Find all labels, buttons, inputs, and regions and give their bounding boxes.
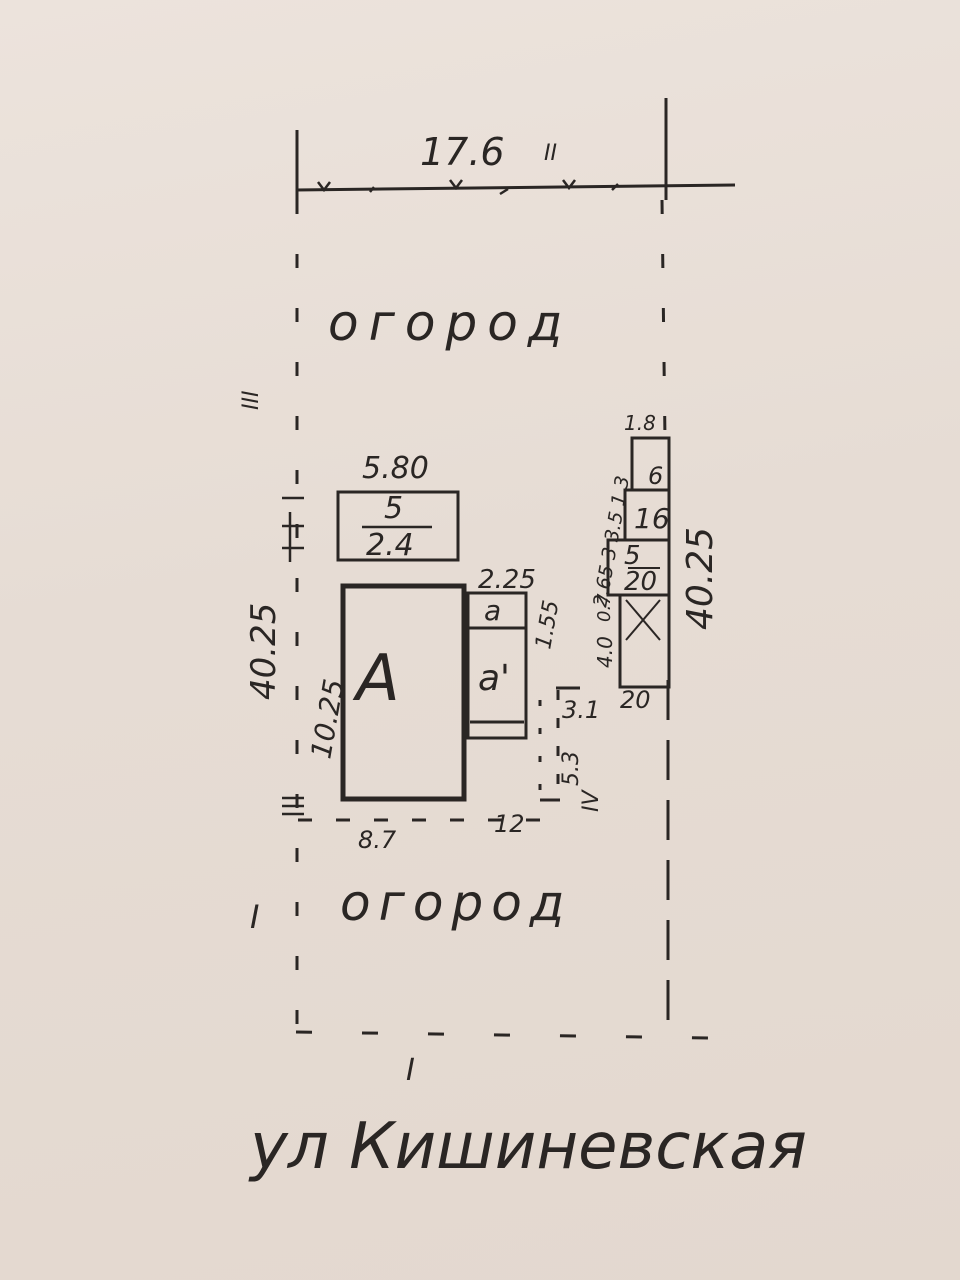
shed-bottom-label: 2.4 (366, 528, 414, 563)
side-label-left: III (239, 391, 264, 410)
shed-width-label: 5.80 (362, 451, 429, 486)
side-label-left-lower: I (250, 898, 259, 936)
annex-letter: а (484, 594, 501, 627)
outbuilding-top-dim: 1.8 (624, 411, 656, 435)
annex (466, 591, 528, 740)
side-label-iv: IV (579, 789, 604, 812)
house-width-label: 8.7 (358, 826, 397, 854)
left-length-label: 40.25 (244, 603, 284, 700)
dim-12-label: 12 (494, 810, 525, 838)
annex-depth-label: 1.55 (531, 598, 564, 651)
top-width-label: 17.6 (420, 130, 505, 174)
garden-bottom-label: огород (340, 874, 572, 932)
garden-top-label: огород (328, 294, 572, 352)
outbuilding-cell-c-bottom: 20 (624, 567, 657, 597)
shed-top-label: 5 (384, 491, 403, 526)
house-a (340, 583, 467, 802)
outbuilding-cell-c-top: 5 (624, 541, 641, 571)
annex-letter-2: а' (478, 658, 510, 699)
dim-31-label: 3.1 (562, 696, 600, 724)
side-label-bottom: I (406, 1053, 415, 1088)
outbuildings (606, 436, 671, 689)
plot-boundary (282, 98, 736, 1040)
outbuilding-cell-b: 16 (634, 502, 670, 535)
outbuilding-d40: 4.0 (593, 636, 617, 668)
house-letter: А (352, 642, 400, 716)
outbuilding-cell-a: 6 (648, 462, 663, 490)
side-label-top: II (544, 141, 557, 166)
street-name: ул Кишиневская (248, 1110, 807, 1184)
outbuilding-bottom: 20 (620, 686, 651, 714)
annex-dashes (538, 686, 580, 795)
right-length-label: 40.25 (680, 527, 721, 630)
shed (336, 490, 460, 562)
dim-53-label: 5.3 (559, 751, 584, 786)
outbuilding-d07: 0.7 (594, 593, 615, 622)
annex-width-label: 2.25 (478, 565, 536, 595)
